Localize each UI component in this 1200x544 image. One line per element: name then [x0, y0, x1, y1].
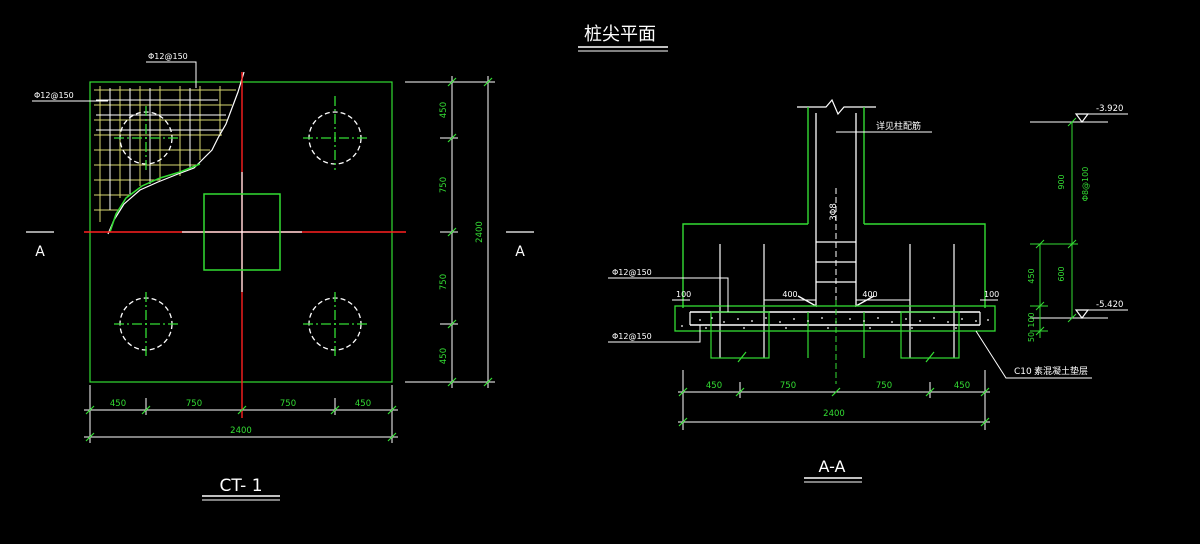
leader-cushion [975, 330, 1092, 379]
cap-right-edge [864, 223, 986, 308]
pile-left-outline [710, 311, 770, 359]
elev-bottom: -5.420 [1096, 300, 1123, 310]
pile-top-left [114, 106, 178, 170]
elev-top: -3.920 [1096, 104, 1123, 114]
section-dims-right [1030, 117, 1078, 338]
bar-callout-left: Φ12@150 [34, 91, 74, 100]
tie-callout: Φ8@100 [1081, 167, 1090, 202]
cushion-grade: C10 [1014, 367, 1032, 377]
pile-bottom-right [303, 292, 367, 356]
plan-dim-right-total: 2400 [475, 221, 485, 243]
section-dim-4: 450 [954, 381, 970, 391]
pile-break-left [737, 351, 747, 363]
plan-dim-right-2: 750 [439, 177, 449, 193]
rebar-mesh [94, 71, 245, 235]
pile-break-right [925, 351, 935, 363]
break-symbol [797, 98, 876, 116]
cushion-layer [674, 305, 996, 332]
plan-dim-right-3: 750 [439, 274, 449, 290]
column-note: 详见柱配筋 [876, 120, 921, 132]
bar-callout-top: Φ12@150 [148, 52, 188, 61]
leader-bar-top [146, 61, 197, 88]
dim-100: 100 [1027, 312, 1036, 327]
break-line-green [109, 163, 201, 233]
section-dim-total: 2400 [823, 409, 845, 419]
stirrup-callout: 3Φ8 [829, 203, 839, 221]
concrete-hatch [681, 317, 989, 329]
dim-450: 450 [1027, 268, 1036, 283]
plan-dim-right-4: 450 [439, 348, 449, 364]
break-line [107, 71, 245, 235]
bar-callout-upper: Φ12@150 [612, 268, 652, 277]
plan-dim-total: 2400 [230, 426, 252, 436]
half-span-left: 400 [782, 290, 797, 299]
section-label: A-A [819, 457, 846, 476]
cushion-text: 素混凝土垫层 [1034, 365, 1088, 377]
section-dims-bottom [678, 370, 990, 430]
plan-dim-bottom [84, 385, 398, 443]
drawing-title: 桩尖平面 [584, 24, 656, 45]
leader-bar-upper [608, 277, 729, 312]
dim-50: 50 [1027, 332, 1036, 342]
section-mark-right: A [515, 244, 525, 260]
plan-label: CT- 1 [219, 476, 262, 496]
cover-left: 100 [676, 290, 691, 299]
half-span-right: 400 [862, 290, 877, 299]
bar-hook-left [797, 295, 817, 308]
section-dim-3: 750 [876, 381, 892, 391]
plan-dim-1: 450 [110, 399, 126, 409]
section-view: 详见柱配筋 3Φ8 Φ12@150 Φ12@150 100 100 400 40… [608, 98, 1128, 483]
plan-view: Φ12@150 Φ12@150 A A 450 750 750 45 [26, 52, 534, 501]
plan-dim-3: 750 [280, 399, 296, 409]
section-dim-2: 750 [780, 381, 796, 391]
column-outline [203, 193, 281, 271]
elev-top-marker [1074, 113, 1090, 123]
bar-callout-lower: Φ12@150 [612, 332, 652, 341]
elev-bottom-marker [1074, 309, 1090, 319]
dim-600: 600 [1057, 266, 1066, 281]
leader-bar-lower [608, 325, 701, 343]
plan-dim-2: 750 [186, 399, 202, 409]
section-dim-1: 450 [706, 381, 722, 391]
section-mark-left: A [35, 244, 45, 260]
pile-top-right [303, 96, 367, 170]
dim-900: 900 [1057, 174, 1066, 189]
pile-right-outline [900, 311, 960, 359]
plan-dim-right-1: 450 [439, 102, 449, 118]
pile-bottom-left [114, 292, 178, 356]
pile-bars [719, 244, 955, 358]
cover-right: 100 [984, 290, 999, 299]
column-ties [816, 241, 856, 283]
plan-dim-4: 450 [355, 399, 371, 409]
cap-left-edge [682, 223, 808, 308]
